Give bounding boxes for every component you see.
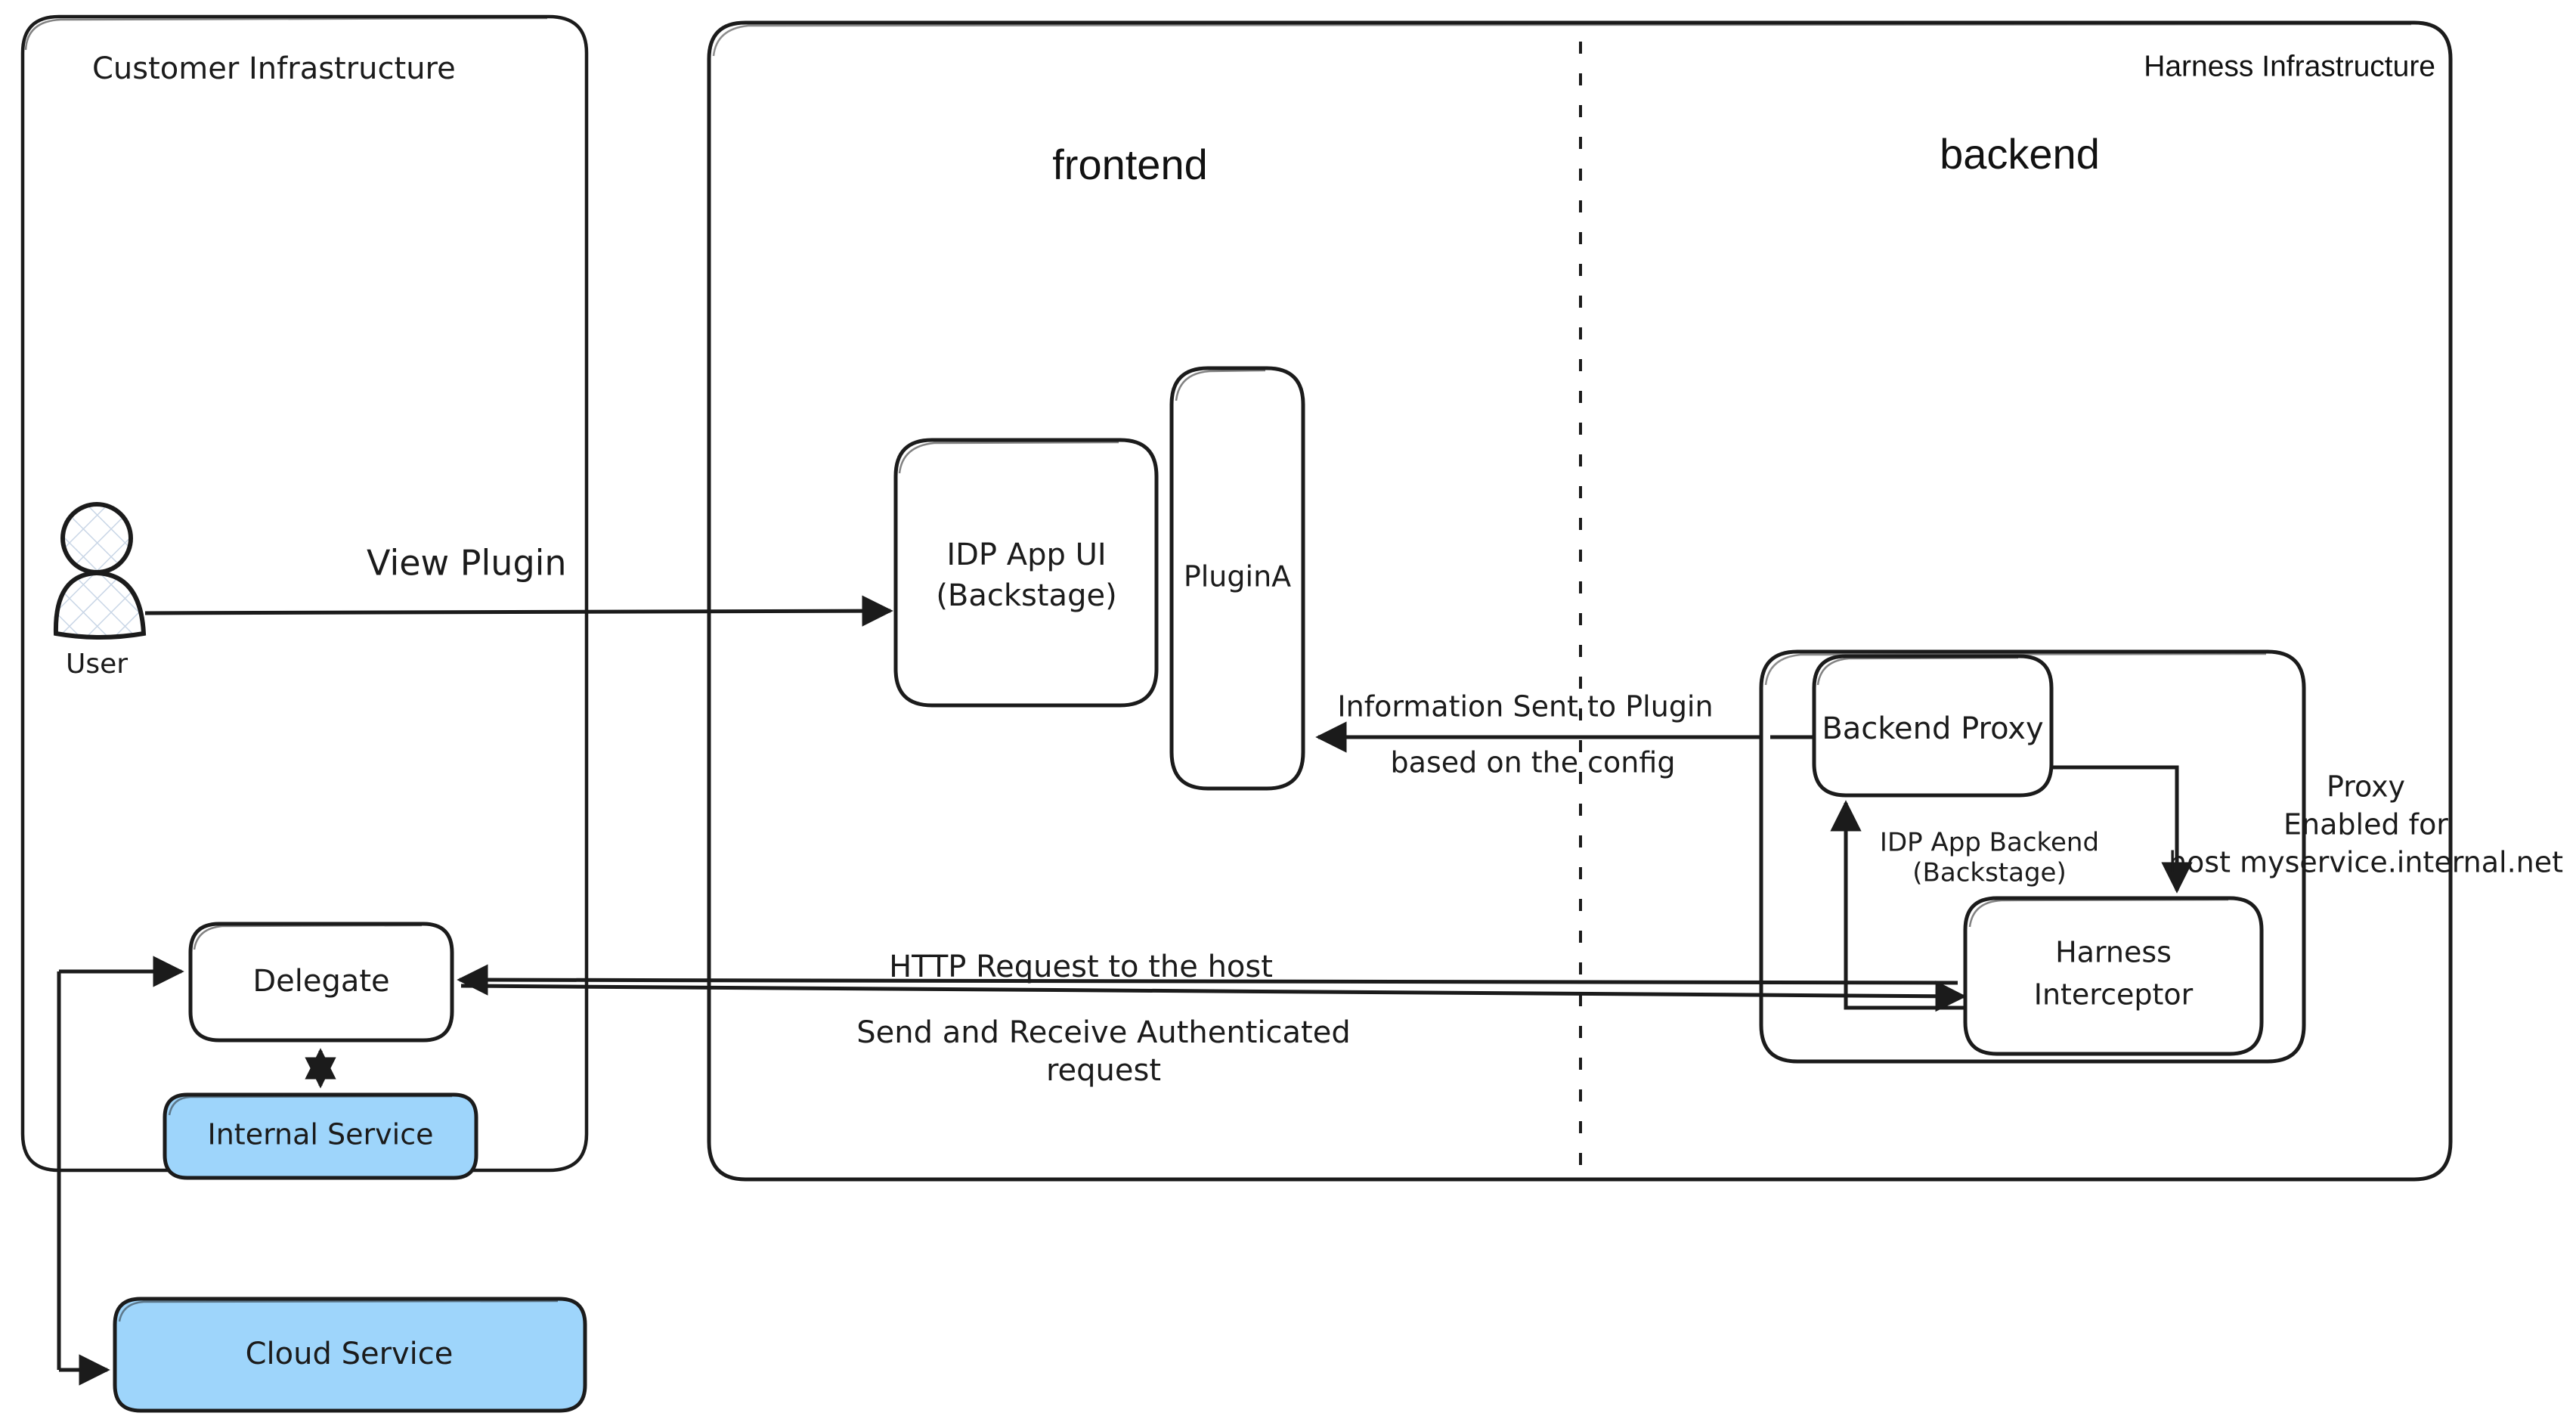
proxy-enabled-line2: Enabled for	[2283, 808, 2448, 841]
harness-interceptor-node[interactable]: Harness Interceptor	[1963, 896, 2264, 1056]
edge-information-sent-to-plugin: Information Sent to Plugin based on the …	[1315, 690, 1770, 779]
plugin-a-node[interactable]: PluginA	[1169, 366, 1305, 791]
proxy-enabled-annotation: Proxy Enabled for host myservice.interna…	[2169, 770, 2563, 879]
harness-interceptor-label-line2: Interceptor	[2034, 978, 2194, 1012]
idp-app-backend-label-line1: IDP App Backend	[1880, 828, 2099, 858]
proxy-enabled-line1: Proxy	[2327, 770, 2405, 804]
backend-proxy-node[interactable]: Backend Proxy	[1812, 654, 2054, 798]
proxy-enabled-line3: host myservice.internal.net	[2169, 846, 2563, 879]
cloud-service-node[interactable]: Cloud Service	[113, 1297, 587, 1413]
information-sent-label-line1: Information Sent to Plugin	[1337, 690, 1713, 723]
cloud-service-label: Cloud Service	[246, 1337, 454, 1371]
delegate-node[interactable]: Delegate	[188, 922, 454, 1043]
user-label: User	[66, 649, 128, 680]
plugin-a-label: PluginA	[1184, 560, 1291, 593]
edge-proxy-to-interceptor	[2051, 765, 2193, 894]
user-body-icon	[53, 570, 147, 640]
internal-service-node[interactable]: Internal Service	[163, 1092, 478, 1180]
harness-interceptor-label-line1: Harness	[2055, 936, 2172, 969]
customer-infrastructure-container: Customer Infrastructure	[20, 14, 589, 1173]
user-actor: User	[53, 502, 147, 680]
edge-interceptor-to-proxy	[1830, 800, 1964, 1010]
edge-view-plugin: View Plugin	[144, 543, 893, 627]
delegate-label: Delegate	[252, 964, 389, 999]
idp-app-ui-label-line1: IDP App UI	[946, 538, 1106, 572]
http-request-label: HTTP Request to the host	[889, 950, 1273, 984]
backend-proxy-label: Backend Proxy	[1822, 711, 2043, 746]
backend-label: backend	[1940, 130, 2100, 178]
internal-service-label: Internal Service	[208, 1118, 434, 1151]
send-receive-label-line2: request	[1046, 1053, 1161, 1088]
information-sent-label-line2: based on the config	[1391, 746, 1676, 779]
user-head-icon	[60, 502, 133, 575]
idp-app-backend-label-line2: (Backstage)	[1912, 858, 2066, 888]
edge-http-request: HTTP Request to the host Send and Receiv…	[457, 950, 1967, 1088]
harness-infrastructure-label: Harness Infrastructure	[2144, 50, 2435, 82]
view-plugin-label: View Plugin	[367, 543, 567, 584]
edge-left-trunk	[57, 956, 184, 1386]
idp-app-backend-group: IDP App Backend (Backstage) Backend Prox…	[1759, 649, 2306, 1064]
send-receive-label-line1: Send and Receive Authenticated	[856, 1015, 1350, 1050]
customer-infrastructure-label: Customer Infrastructure	[92, 51, 456, 86]
idp-app-ui-node[interactable]: IDP App UI (Backstage)	[893, 438, 1159, 708]
frontend-label: frontend	[1052, 141, 1208, 188]
idp-app-ui-label-line2: (Backstage)	[936, 578, 1116, 613]
